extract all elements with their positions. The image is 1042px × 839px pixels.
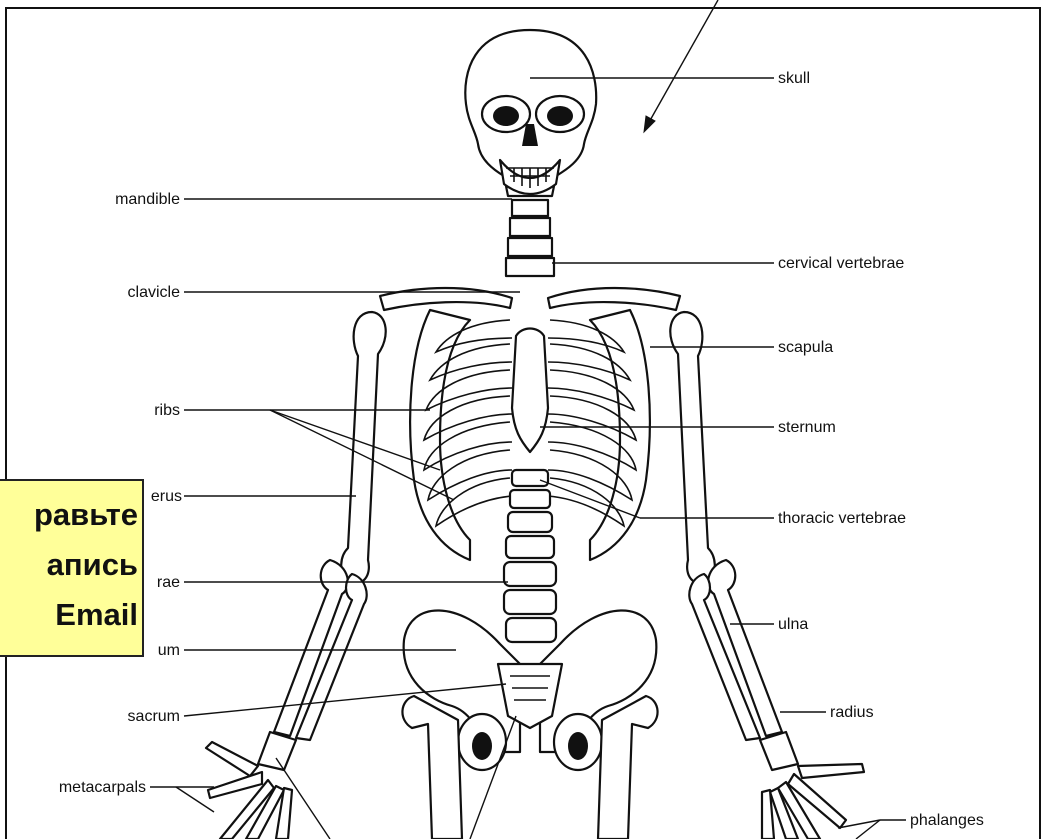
label-scapula: scapula	[778, 339, 833, 356]
label-sacrum: sacrum	[128, 708, 180, 725]
label-ulna: ulna	[778, 616, 808, 633]
label-radius: radius	[830, 704, 874, 721]
label-lumbar-vertebrae: rae	[157, 574, 180, 591]
label-thoracic-vertebrae: thoracic vertebrae	[778, 510, 906, 527]
label-clavicle: clavicle	[128, 284, 181, 301]
label-ribs: ribs	[154, 402, 180, 419]
label-skull: skull	[778, 70, 810, 87]
overlay-note: равьте апись Email	[0, 479, 144, 657]
label-metacarpals: metacarpals	[59, 779, 146, 796]
label-sternum: sternum	[778, 419, 836, 436]
label-phalanges: phalanges	[910, 812, 984, 829]
overlay-note-line-1: равьте	[0, 497, 138, 533]
label-ilium: um	[158, 642, 180, 659]
pointer-arrow	[644, 0, 718, 132]
skeleton-illustration	[206, 30, 864, 839]
label-mandible: mandible	[115, 191, 180, 208]
overlay-note-line-2: апись	[0, 547, 138, 583]
label-cervical-vertebrae: cervical vertebrae	[778, 255, 904, 272]
overlay-note-line-3: Email	[0, 597, 138, 633]
